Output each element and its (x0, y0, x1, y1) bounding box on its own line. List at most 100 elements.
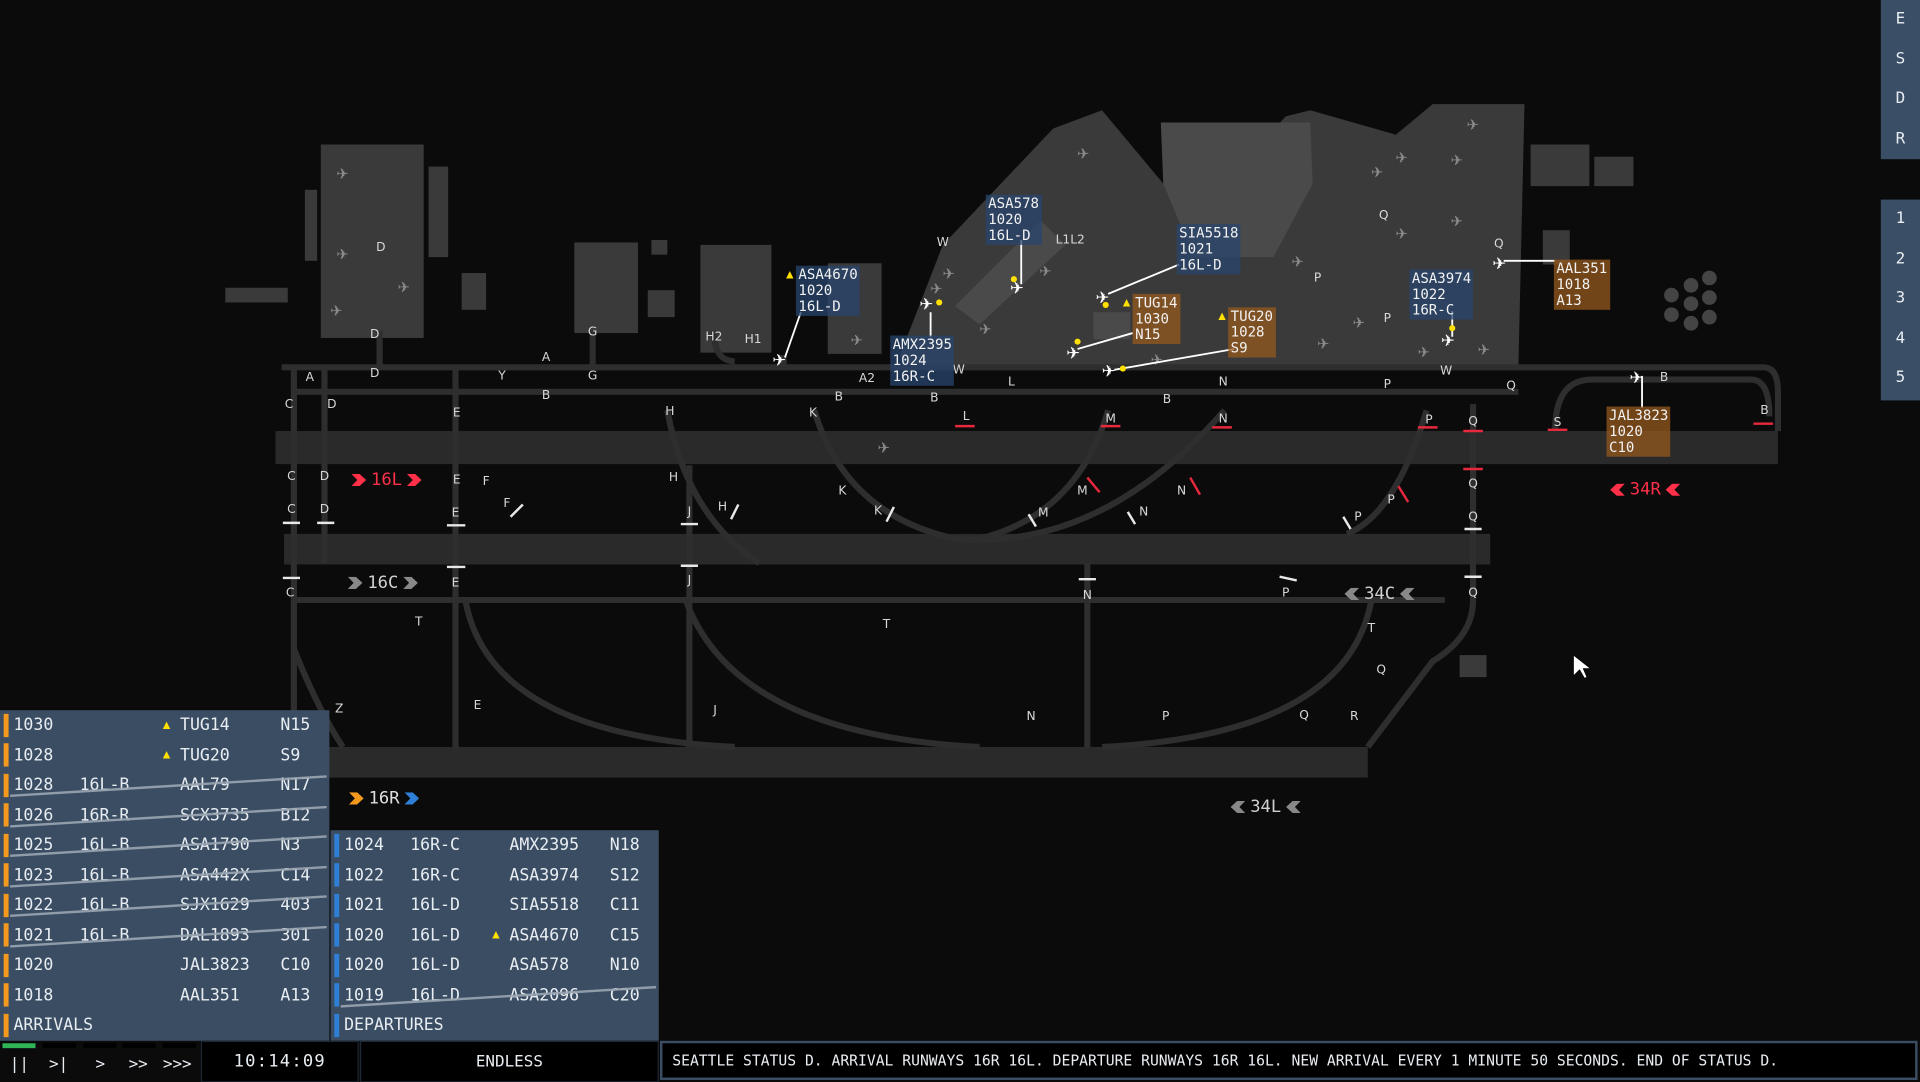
strip-rwy: 16L-B (79, 925, 130, 946)
strip-time: 1020 (344, 925, 384, 946)
tag-assign: 16L-D (798, 297, 841, 315)
menu-e-button[interactable]: E (1895, 9, 1906, 29)
runway-label-34r[interactable]: 34R (1610, 480, 1681, 500)
taxiway-label: T (882, 617, 891, 631)
menu-s-button[interactable]: S (1895, 49, 1906, 68)
menu-r-button[interactable]: R (1895, 129, 1906, 148)
runway-label-34l[interactable]: 34L (1230, 797, 1301, 817)
hold-bars (955, 422, 1774, 503)
parked-aircraft: ✈✈✈✈ ✈✈✈✈ ✈✈✈✈ ✈✈✈✈ ✈✈✈✈ ✈✈✈ (331, 112, 1490, 458)
menu-5-button[interactable]: 5 (1895, 368, 1906, 387)
taxiway-label: N (1139, 505, 1148, 519)
taxiway-label: T (414, 615, 423, 629)
taxiway-label: C (285, 397, 294, 411)
svg-text:✈: ✈ (980, 316, 992, 339)
taxiway-label: B (1660, 370, 1668, 384)
svg-text:✈: ✈ (943, 261, 955, 284)
svg-text:✈: ✈ (878, 435, 890, 458)
tag-assign: 16R-C (1411, 301, 1455, 319)
taxiway-label: Q (1299, 708, 1309, 722)
svg-text:✈: ✈ (1493, 250, 1506, 275)
taxiway-label: Z (335, 702, 343, 716)
tag-time: 1020 (1608, 422, 1643, 440)
runway-34l-label: 34L (1250, 797, 1282, 817)
runway-label-16r[interactable]: 16R (348, 789, 420, 808)
menu-d-button[interactable]: D (1895, 89, 1906, 108)
svg-text:✈: ✈ (398, 275, 410, 298)
strip-callsign: JAL3823 (180, 955, 250, 976)
view-menu: E S D R (1880, 0, 1920, 160)
taxiway-label: C (287, 502, 296, 516)
runway-16l-34r (275, 431, 1778, 465)
taxiway-label: D (320, 469, 329, 483)
svg-text:✈: ✈ (851, 327, 863, 350)
menu-2-button[interactable]: 2 (1895, 249, 1906, 268)
menu-4-button[interactable]: 4 (1895, 328, 1906, 348)
strip-time: 1028 (13, 775, 54, 796)
tag-time: 1030 (1135, 309, 1170, 327)
taxiway-label: C (287, 469, 296, 483)
tag-time: 1018 (1556, 275, 1591, 293)
speed-1x-button[interactable]: > (95, 1055, 106, 1074)
runway-label-16c[interactable]: 16C (347, 573, 418, 593)
strip-gate: S9 (280, 745, 301, 766)
strip-gate: 403 (280, 895, 311, 916)
speed-2x-button[interactable]: >> (128, 1055, 148, 1074)
pause-button[interactable]: || (9, 1055, 29, 1074)
strip-gate: A13 (280, 985, 311, 1006)
svg-text:✈: ✈ (337, 242, 349, 265)
strip-gate: C20 (609, 985, 640, 1006)
svg-text:✈: ✈ (1067, 340, 1080, 365)
strip-time: 1018 (13, 985, 54, 1006)
step-button[interactable]: >| (48, 1055, 69, 1074)
svg-text:✈: ✈ (337, 161, 349, 184)
runway-label-16l[interactable]: 16L (351, 470, 422, 490)
strip-color-bar (3, 863, 9, 887)
svg-text:✈: ✈ (1396, 145, 1408, 168)
strip-rwy: 16L-B (79, 775, 130, 796)
strip-color-bar (3, 983, 9, 1007)
taxiway-label: M (1038, 506, 1049, 520)
taxiway-label: Q (1494, 236, 1504, 250)
menu-1-button[interactable]: 1 (1895, 209, 1906, 228)
strip-rwy: 16L-D (410, 985, 460, 1006)
tag-assign: N15 (1135, 325, 1161, 343)
speed-3x-button[interactable]: >>> (162, 1055, 192, 1074)
strip-gate: N18 (609, 835, 640, 856)
menu-3-button[interactable]: 3 (1895, 288, 1906, 308)
panel-title-row: DEPARTURES (331, 1010, 659, 1040)
taxiway-label: P (1384, 377, 1391, 391)
runway-label-34c[interactable]: 34C (1344, 584, 1415, 604)
strip-time: 1019 (344, 985, 384, 1006)
strip-color-bar (334, 953, 340, 977)
svg-text:✈: ✈ (773, 347, 786, 372)
svg-text:✈: ✈ (1040, 259, 1052, 282)
